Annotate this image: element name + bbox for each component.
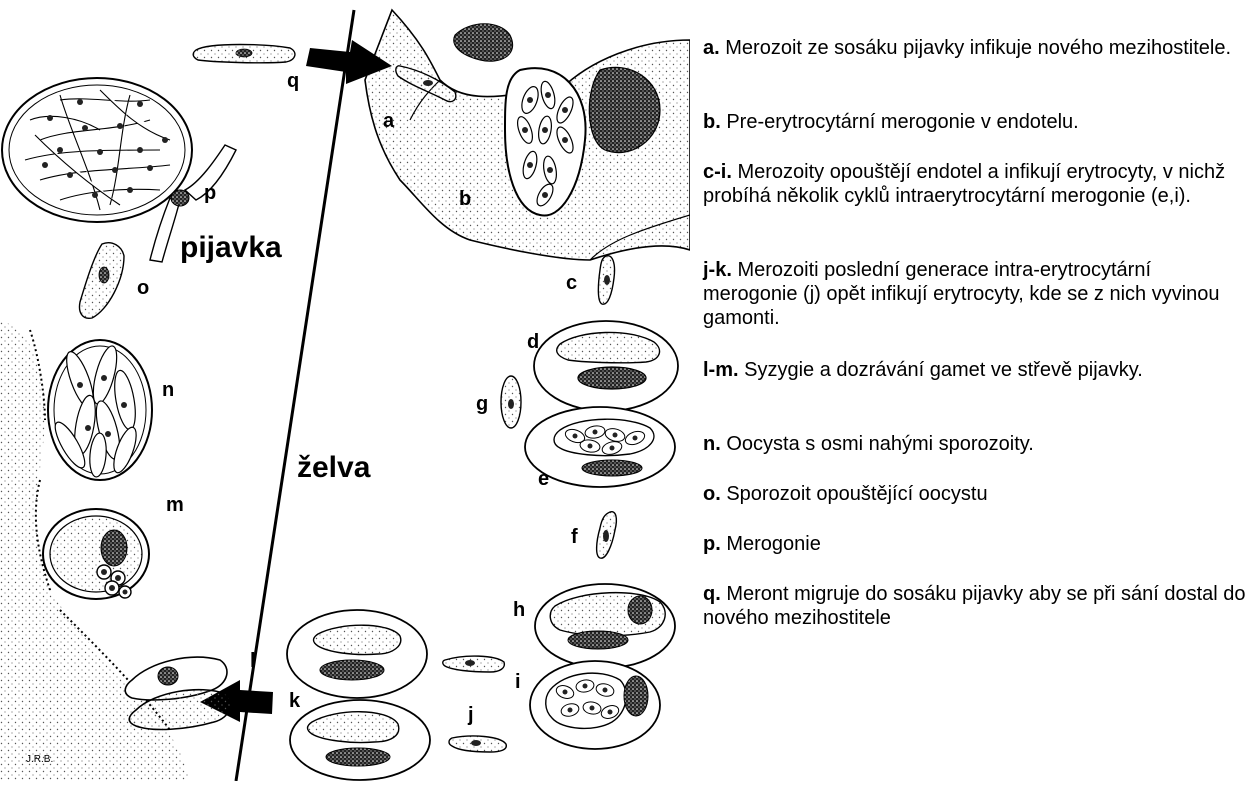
legend-text: Merogonie: [726, 533, 821, 555]
legend-key: l-m.: [703, 359, 739, 381]
legend-item-l-m: l-m. Syzygie a dozrávání gamet ve střevě…: [703, 358, 1248, 382]
stage-label-p: p: [204, 182, 216, 204]
stage-d-erythrocyte: [534, 321, 678, 411]
stage-label-b: b: [459, 188, 471, 210]
stage-label-q: q: [287, 70, 299, 92]
legend-item-j-k: j-k. Merozoiti poslední generace intra-e…: [703, 258, 1248, 330]
host-label-leech: pijavka: [180, 231, 282, 264]
legend-text: Syzygie a dozrávání gamet ve střevě pija…: [744, 359, 1143, 381]
stage-label-k: k: [289, 690, 301, 712]
legend-text: Oocysta s osmi nahými sporozoity.: [726, 433, 1034, 455]
legend-text: Merozoiti poslední generace intra-erytro…: [703, 259, 1220, 329]
stage-h-erythrocyte: [535, 584, 675, 668]
stage-label-c: c: [566, 272, 577, 294]
stage-label-e: e: [538, 468, 549, 490]
stage-i-erythrocyte-merogony: [530, 661, 660, 749]
legend-key: b.: [703, 111, 721, 133]
legend-item-c-i: c-i. Merozoity opouštějí endotel a infik…: [703, 160, 1248, 208]
stage-o-sporozoite: [80, 243, 125, 319]
stage-label-f: f: [571, 526, 578, 548]
legend-item-n: n. Oocysta s osmi nahými sporozoity.: [703, 432, 1248, 456]
legend-key: j-k.: [703, 259, 732, 281]
legend-item-a: a. Merozoit ze sosáku pijavky infikuje n…: [703, 36, 1248, 60]
stage-label-o: o: [137, 277, 149, 299]
host-label-turtle: želva: [297, 451, 371, 484]
stage-j-merozoite-top: [443, 656, 505, 672]
legend-item-o: o. Sporozoit opouštějící oocystu: [703, 482, 1248, 506]
stage-label-n: n: [162, 379, 174, 401]
stage-label-a: a: [383, 110, 395, 132]
stage-label-i: i: [515, 671, 521, 693]
legend-key: n.: [703, 433, 721, 455]
stage-k-erythrocyte-top: [287, 610, 427, 698]
legend-item-b: b. Pre-erytrocytární merogonie v endotel…: [703, 110, 1248, 134]
stage-label-d: d: [527, 331, 539, 353]
stage-g-merozoite: [501, 376, 521, 428]
legend-key: c-i.: [703, 161, 732, 183]
legend-text: Merozoity opouštějí endotel a infikují e…: [703, 161, 1225, 207]
legend-text: Sporozoit opouštějící oocystu: [726, 483, 987, 505]
stage-label-j: j: [467, 704, 474, 726]
stage-label-h: h: [513, 599, 525, 621]
stage-n-oocyst: [48, 340, 152, 480]
legend-text: Merozoit ze sosáku pijavky infikuje nové…: [725, 37, 1231, 59]
legend-item-q: q. Meront migruje do sosáku pijavky aby …: [703, 582, 1248, 630]
stage-label-m: m: [166, 494, 184, 516]
stage-c-merozoite: [598, 256, 614, 305]
artist-signature: J.R.B.: [26, 754, 53, 765]
stage-j-merozoite-bottom: [449, 736, 506, 752]
legend-text: Pre-erytrocytární merogonie v endotelu.: [726, 111, 1078, 133]
legend-text: Meront migruje do sosáku pijavky aby se …: [703, 583, 1246, 629]
life-cycle-illustration: pijavka želva a b c d e f g h i j k l m …: [0, 0, 690, 781]
stage-k-erythrocyte-bottom: [290, 700, 430, 780]
stage-l-syzygy: [125, 657, 231, 729]
endothelium-tissue: [365, 10, 690, 260]
legend-key: o.: [703, 483, 721, 505]
stage-label-g: g: [476, 393, 488, 415]
stage-q-meront: [193, 45, 295, 63]
legend-key: q.: [703, 583, 721, 605]
stage-label-l: l: [250, 650, 256, 672]
stage-f-merozoite: [597, 512, 617, 558]
stage-m-gamete-maturation: [43, 509, 149, 599]
legend-item-p: p. Merogonie: [703, 532, 1248, 556]
legend-key: a.: [703, 37, 720, 59]
legend-key: p.: [703, 533, 721, 555]
